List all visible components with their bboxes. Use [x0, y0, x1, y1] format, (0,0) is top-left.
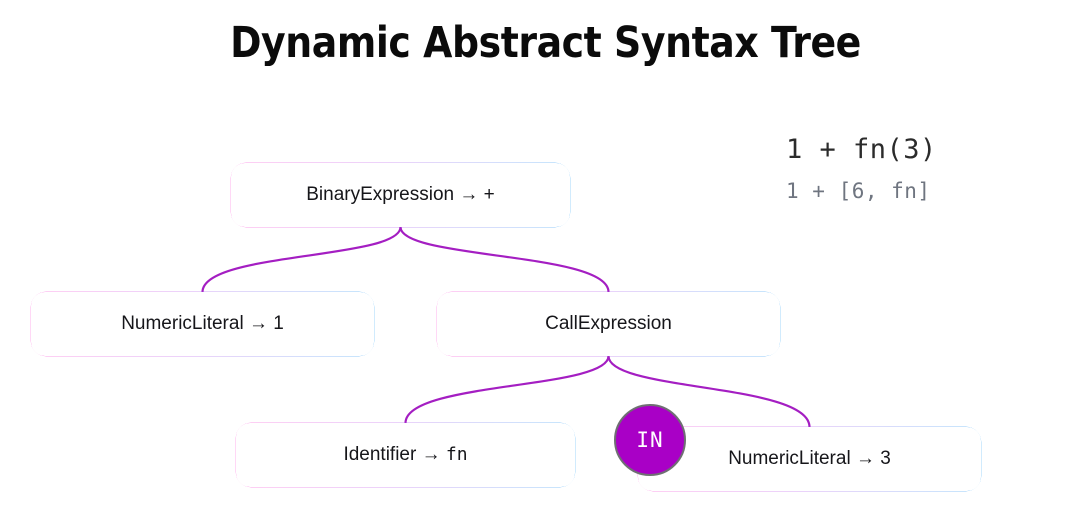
tree-node-label: Identifier → fn: [343, 444, 468, 465]
edge-call-to-identifier: [404, 354, 610, 425]
code-expression: 1 + fn(3): [786, 134, 937, 165]
edge-binary-to-call: [399, 225, 610, 294]
tree-node-identifier-fn[interactable]: Identifier → fn: [236, 423, 575, 487]
in-badge-label: IN: [636, 428, 664, 452]
edge-binary-to-numeric1: [201, 225, 402, 294]
tree-node-label: CallExpression: [545, 313, 672, 334]
tree-node-label: NumericLiteral → 1: [121, 313, 284, 334]
in-badge[interactable]: IN: [614, 404, 686, 476]
tree-node-call-expression[interactable]: CallExpression: [437, 292, 780, 356]
tree-node-numeric-literal-3[interactable]: NumericLiteral → 3: [638, 427, 981, 491]
tree-node-numeric-literal-1[interactable]: NumericLiteral → 1: [31, 292, 374, 356]
tree-node-label: NumericLiteral → 3: [728, 448, 891, 469]
tree-node-binary-expression[interactable]: BinaryExpression → +: [231, 163, 570, 227]
tree-node-label: BinaryExpression → +: [306, 184, 495, 205]
edge-call-to-numeric3: [607, 354, 811, 429]
code-evaluated: 1 + [6, fn]: [786, 179, 931, 203]
page-title: Dynamic Abstract Syntax Tree: [230, 18, 861, 68]
edge-layer: [201, 225, 811, 429]
code-panel: 1 + fn(3) 1 + [6, fn]: [786, 133, 1026, 207]
